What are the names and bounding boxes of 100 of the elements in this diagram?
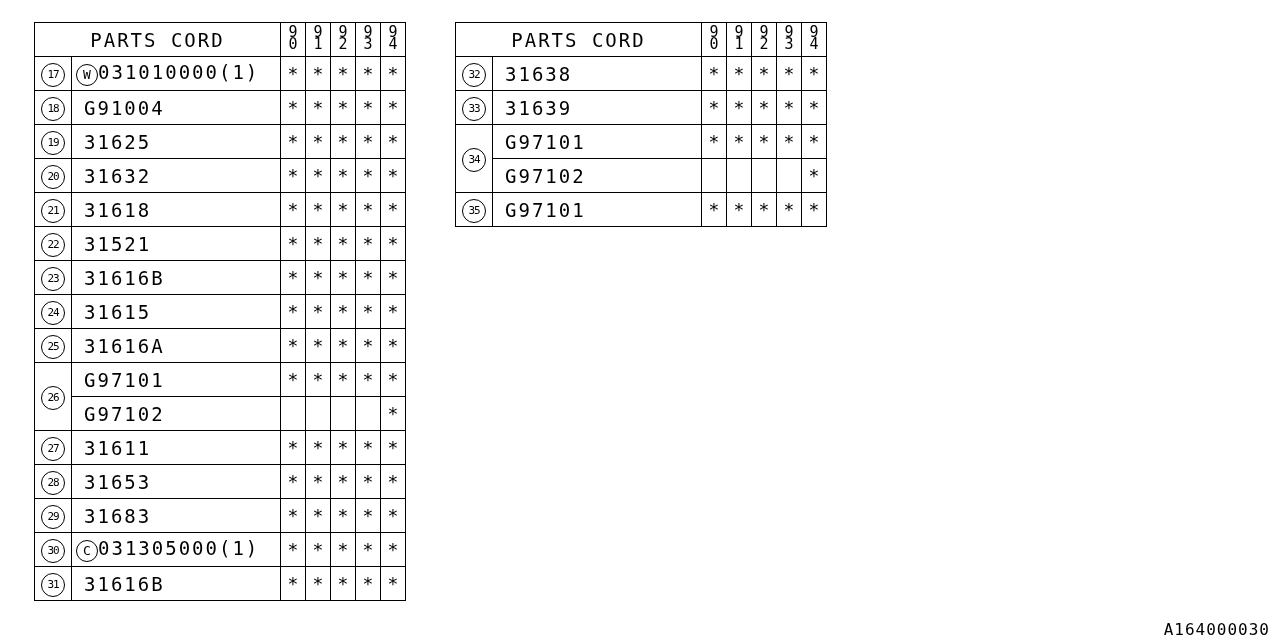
asterisk-mark: * <box>362 233 374 254</box>
asterisk-mark: * <box>287 301 299 322</box>
asterisk-mark: * <box>287 199 299 220</box>
asterisk-mark: * <box>362 573 374 594</box>
asterisk-mark: * <box>312 573 324 594</box>
year-header: 90 <box>288 26 298 50</box>
asterisk-mark: * <box>387 199 399 220</box>
asterisk-mark: * <box>337 437 349 458</box>
year-header: 94 <box>388 26 398 50</box>
asterisk-mark: * <box>287 539 299 560</box>
asterisk-mark: * <box>312 165 324 186</box>
asterisk-mark: * <box>312 437 324 458</box>
part-code: 31615 <box>84 300 152 323</box>
asterisk-mark: * <box>312 97 324 118</box>
asterisk-mark: * <box>312 267 324 288</box>
asterisk-mark: * <box>783 199 795 220</box>
asterisk-mark: * <box>808 131 820 152</box>
part-code: G97101 <box>84 368 165 391</box>
asterisk-mark: * <box>387 97 399 118</box>
asterisk-mark: * <box>312 301 324 322</box>
asterisk-mark: * <box>783 131 795 152</box>
part-code: 31618 <box>84 198 152 221</box>
asterisk-mark: * <box>337 63 349 84</box>
asterisk-mark: * <box>287 437 299 458</box>
asterisk-mark: * <box>362 131 374 152</box>
asterisk-mark: * <box>337 573 349 594</box>
asterisk-mark: * <box>337 199 349 220</box>
asterisk-mark: * <box>287 131 299 152</box>
year-header: 90 <box>709 26 719 50</box>
asterisk-mark: * <box>733 97 745 118</box>
asterisk-mark: * <box>337 539 349 560</box>
asterisk-mark: * <box>362 369 374 390</box>
asterisk-mark: * <box>733 131 745 152</box>
asterisk-mark: * <box>337 165 349 186</box>
part-code: 031010000(1) <box>98 61 260 83</box>
asterisk-mark: * <box>312 505 324 526</box>
asterisk-mark: * <box>808 63 820 84</box>
asterisk-mark: * <box>287 471 299 492</box>
part-code: 31616B <box>84 266 165 289</box>
asterisk-mark: * <box>387 539 399 560</box>
year-header: 93 <box>363 26 373 50</box>
asterisk-mark: * <box>362 335 374 356</box>
asterisk-mark: * <box>387 335 399 356</box>
asterisk-mark: * <box>362 199 374 220</box>
asterisk-mark: * <box>312 131 324 152</box>
asterisk-mark: * <box>287 369 299 390</box>
year-header: 92 <box>759 26 769 50</box>
part-code: 31611 <box>84 436 152 459</box>
asterisk-mark: * <box>337 369 349 390</box>
asterisk-mark: * <box>387 63 399 84</box>
year-header: 92 <box>338 26 348 50</box>
part-code: 31638 <box>505 62 573 85</box>
asterisk-mark: * <box>758 63 770 84</box>
asterisk-mark: * <box>758 199 770 220</box>
asterisk-mark: * <box>387 301 399 322</box>
asterisk-mark: * <box>312 63 324 84</box>
asterisk-mark: * <box>362 97 374 118</box>
asterisk-mark: * <box>362 301 374 322</box>
part-code: G97102 <box>505 164 586 187</box>
asterisk-mark: * <box>362 437 374 458</box>
asterisk-mark: * <box>337 505 349 526</box>
asterisk-mark: * <box>337 301 349 322</box>
asterisk-mark: * <box>337 131 349 152</box>
asterisk-mark: * <box>783 97 795 118</box>
asterisk-mark: * <box>312 539 324 560</box>
asterisk-mark: * <box>287 233 299 254</box>
asterisk-mark: * <box>733 63 745 84</box>
asterisk-mark: * <box>387 471 399 492</box>
asterisk-mark: * <box>362 505 374 526</box>
asterisk-mark: * <box>708 131 720 152</box>
asterisk-mark: * <box>387 437 399 458</box>
asterisk-mark: * <box>312 471 324 492</box>
part-code: G97102 <box>84 402 165 425</box>
part-code: 31616A <box>84 334 165 357</box>
asterisk-mark: * <box>312 233 324 254</box>
asterisk-mark: * <box>387 505 399 526</box>
part-code: G91004 <box>84 96 165 119</box>
asterisk-mark: * <box>387 131 399 152</box>
part-code: 31639 <box>505 96 573 119</box>
asterisk-mark: * <box>708 63 720 84</box>
asterisk-mark: * <box>337 335 349 356</box>
asterisk-mark: * <box>287 63 299 84</box>
asterisk-mark: * <box>387 233 399 254</box>
asterisk-mark: * <box>287 335 299 356</box>
asterisk-mark: * <box>362 539 374 560</box>
asterisk-mark: * <box>708 97 720 118</box>
year-header: 93 <box>784 26 794 50</box>
year-header: 91 <box>734 26 744 50</box>
asterisk-mark: * <box>287 267 299 288</box>
asterisk-mark: * <box>362 267 374 288</box>
asterisk-mark: * <box>287 165 299 186</box>
asterisk-mark: * <box>808 199 820 220</box>
asterisk-mark: * <box>337 471 349 492</box>
asterisk-mark: * <box>287 505 299 526</box>
asterisk-mark: * <box>337 267 349 288</box>
asterisk-mark: * <box>312 335 324 356</box>
asterisk-mark: * <box>758 131 770 152</box>
asterisk-mark: * <box>808 97 820 118</box>
asterisk-mark: * <box>387 267 399 288</box>
asterisk-mark: * <box>387 403 399 424</box>
